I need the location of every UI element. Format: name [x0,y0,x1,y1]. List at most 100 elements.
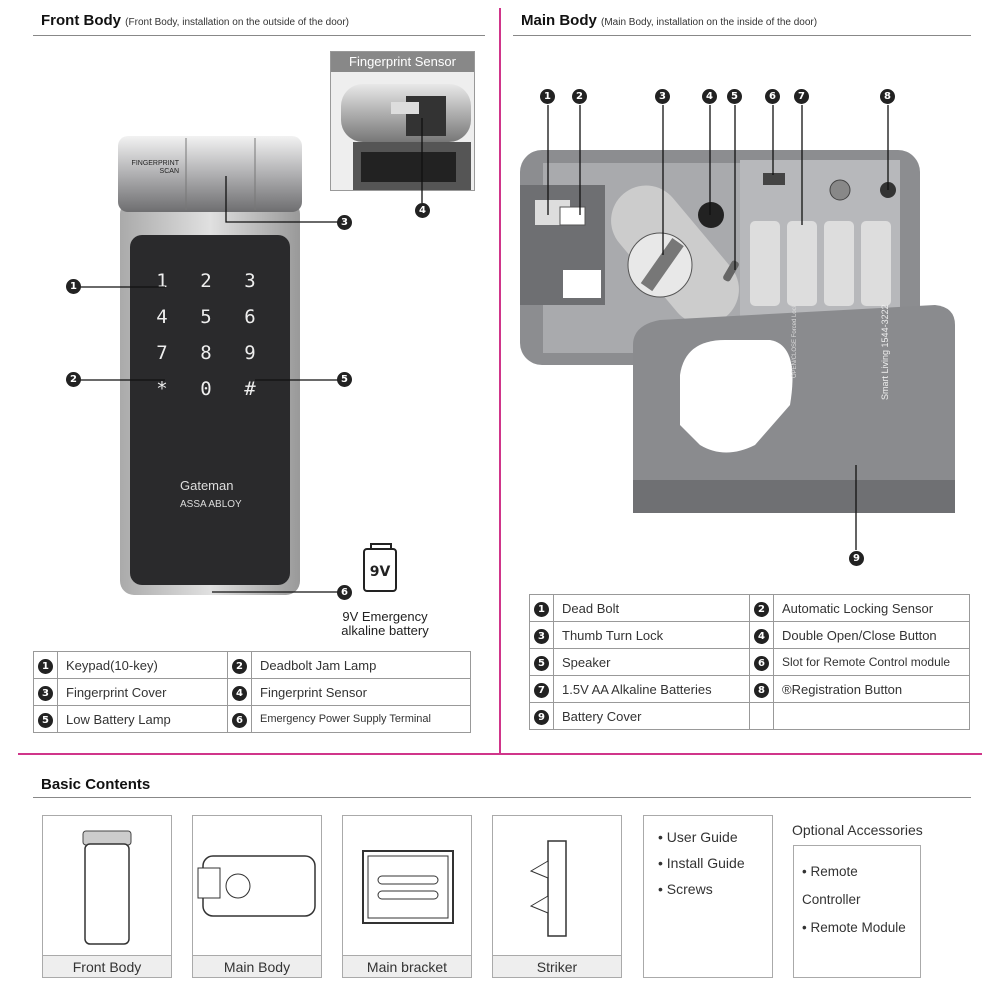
legend-label: Keypad(10-key) [57,651,228,679]
main-leader-lines [547,105,889,550]
legend-label: Emergency Power Supply Terminal [251,705,471,733]
legend-number: 4 [232,685,247,701]
legend-number: 3 [38,685,53,701]
section-divider-vertical [499,8,501,753]
key-8[interactable]: 8 [200,342,212,364]
list-item: • User Guide [658,829,738,845]
key-1[interactable]: 1 [156,270,168,292]
optional-accessories-box: • Remote Controller • Remote Module [793,845,921,978]
front-body-title: Front Body (Front Body, installation on … [41,12,350,29]
content-item-label: Striker [493,955,621,977]
table-row: 5 Speaker 6 Slot for Remote Control modu… [529,648,970,676]
front-marker-1: 1 [66,279,81,294]
key-6[interactable]: 6 [244,306,256,328]
main-body-thumbnail [197,855,316,917]
content-item-label: Main Body [193,955,321,977]
legend-label: Slot for Remote Control module [773,648,970,676]
main-bracket-thumbnail [362,850,454,924]
main-marker-3: 3 [655,89,670,104]
key-hash[interactable]: # [244,378,256,400]
legend-label: ®Registration Button [773,675,970,703]
legend-label: Battery Cover [553,702,750,730]
legend-number: 1 [534,601,549,617]
table-row: 3 Fingerprint Cover 4 Fingerprint Sensor [33,678,471,706]
main-marker-9: 9 [849,551,864,566]
main-marker-7: 7 [794,89,809,104]
list-item: • Remote Controller [802,864,861,907]
included-items-box: • User Guide • Install Guide • Screws [643,815,773,978]
front-leader-lines [75,118,423,593]
legend-number: 5 [534,655,549,671]
legend-label: Deadbolt Jam Lamp [251,651,471,679]
front-legend-table: 1 Keypad(10-key) 2 Deadbolt Jam Lamp 3 F… [33,651,471,733]
key-2[interactable]: 2 [200,270,212,292]
striker-thumbnail [529,840,567,937]
legend-label: Fingerprint Cover [57,678,228,706]
front-title-rule [33,35,485,36]
content-item-front-body: Front Body [42,815,172,978]
fingerprint-closeup-image [331,72,474,190]
gateman-logo: Gateman ASSA ABLOY [180,478,242,510]
legend-number: 1 [38,658,53,674]
content-item-label: Front Body [43,955,171,977]
legend-number: 5 [38,712,53,728]
legend-label: Fingerprint Sensor [251,678,471,706]
legend-number: 4 [754,628,769,644]
legend-number: 8 [754,682,769,698]
list-item: • Screws [658,881,713,897]
content-item-main-body: Main Body [192,815,322,978]
legend-label: 1.5V AA Alkaline Batteries [553,675,750,703]
content-item-striker: Striker [492,815,622,978]
key-7[interactable]: 7 [156,342,168,364]
table-row: 5 Low Battery Lamp 6 Emergency Power Sup… [33,705,471,733]
front-marker-3: 3 [337,215,352,230]
main-legend-table: 1 Dead Bolt 2 Automatic Locking Sensor 3… [529,594,970,730]
front-marker-2: 2 [66,372,81,387]
key-3[interactable]: 3 [244,270,256,292]
legend-number: 6 [232,712,247,728]
legend-number: 2 [232,658,247,674]
legend-label: Low Battery Lamp [57,705,228,733]
main-title-rule [513,35,971,36]
legend-label: Double Open/Close Button [773,621,970,649]
main-marker-1: 1 [540,89,555,104]
main-marker-4: 4 [702,89,717,104]
fingerprint-sensor-callout: Fingerprint Sensor [330,51,475,191]
list-item: • Remote Module [802,920,906,935]
main-marker-5: 5 [727,89,742,104]
battery-9v-icon: 9V [363,543,397,592]
table-row: 1 Keypad(10-key) 2 Deadbolt Jam Lamp [33,651,471,679]
legend-number: 6 [754,655,769,671]
list-item: • Install Guide [658,855,745,871]
key-9[interactable]: 9 [244,342,256,364]
key-star[interactable]: * [156,378,168,400]
main-marker-8: 8 [880,89,895,104]
legend-number: 3 [534,628,549,644]
contents-title-rule [33,797,971,798]
optional-list: • Remote Controller • Remote Module [802,858,920,942]
legend-number: 9 [534,709,549,725]
front-body-illustration [118,136,302,595]
front-marker-6: 6 [337,585,352,600]
legend-label: Speaker [553,648,750,676]
key-4[interactable]: 4 [156,306,168,328]
table-row: 7 1.5V AA Alkaline Batteries 8 ®Registra… [529,675,970,703]
callout-title: Fingerprint Sensor [331,52,474,72]
basic-contents-title: Basic Contents [41,776,151,793]
legend-label: Thumb Turn Lock [553,621,750,649]
key-0[interactable]: 0 [200,378,212,400]
main-marker-6: 6 [765,89,780,104]
main-body-illustration [520,150,955,513]
table-row: 3 Thumb Turn Lock 4 Double Open/Close Bu… [529,621,970,649]
keypad: 1 2 3 4 5 6 7 8 9 * 0 # [140,270,280,400]
main-marker-2: 2 [572,89,587,104]
table-row: 1 Dead Bolt 2 Automatic Locking Sensor [529,594,970,622]
legend-number: 7 [534,682,549,698]
key-5[interactable]: 5 [200,306,212,328]
optional-accessories-title: Optional Accessories [792,822,923,838]
content-item-main-bracket: Main bracket [342,815,472,978]
content-item-label: Main bracket [343,955,471,977]
included-list: • User Guide • Install Guide • Screws [658,824,772,902]
section-divider-horizontal [18,753,982,755]
